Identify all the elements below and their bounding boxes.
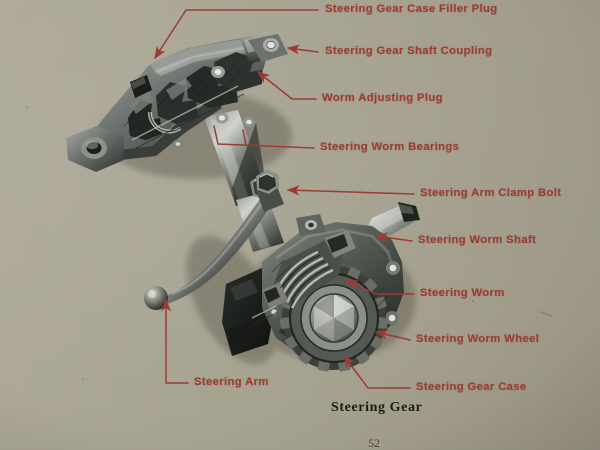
leader-worm-bearings-branch-b — [242, 129, 247, 146]
label-steering-arm: Steering Arm — [194, 376, 269, 388]
case-bolt-bosses — [172, 66, 255, 149]
label-steering-gear-shaft-coupling: Steering Gear Shaft Coupling — [325, 45, 493, 57]
leader-adjusting-plug — [257, 71, 317, 100]
steering-arm-clamp-bolt — [256, 170, 279, 194]
gear-case-section-detail — [123, 52, 262, 149]
leader-clamp-bolt — [286, 185, 415, 196]
leader-worm-shaft — [374, 232, 413, 243]
label-steering-gear-case: Steering Gear Case — [416, 381, 527, 393]
label-steering-worm: Steering Worm — [420, 287, 505, 299]
label-steering-worm-shaft: Steering Worm Shaft — [418, 234, 537, 246]
steering-worm — [251, 230, 356, 325]
case-section-hatching — [271, 259, 389, 309]
gear-case-filler-plug — [130, 75, 152, 98]
label-steering-arm-clamp-bolt: Steering Arm Clamp Bolt — [420, 187, 562, 199]
leader-filler-plug — [154, 9, 319, 60]
label-steering-worm-bearings: Steering Worm Bearings — [320, 141, 460, 153]
label-steering-worm-wheel: Steering Worm Wheel — [416, 333, 540, 345]
label-steering-gear-case-filler-plug: Steering Gear Case Filler Plug — [325, 3, 498, 15]
case-top-lug — [296, 214, 326, 236]
lower-assembly-cutaway — [222, 202, 420, 372]
leader-worm-bearings-branch-a — [213, 125, 219, 145]
leader-shaft-coupling — [286, 44, 319, 55]
case-mounting-eye — [66, 126, 124, 172]
leader-worm — [344, 279, 415, 295]
leader-steering-arm — [160, 298, 189, 384]
steering-gear-shaft-coupling — [248, 34, 288, 62]
page-number: 52 — [368, 436, 380, 450]
upper-assembly-cutaway — [66, 32, 288, 252]
paper-specks — [26, 23, 552, 380]
figure-caption: Steering Gear — [331, 400, 423, 415]
leader-worm-bearings — [217, 143, 315, 149]
label-worm-adjusting-plug: Worm Adjusting Plug — [322, 92, 443, 104]
leader-worm-wheel — [374, 329, 411, 341]
leader-gear-case — [343, 355, 411, 389]
